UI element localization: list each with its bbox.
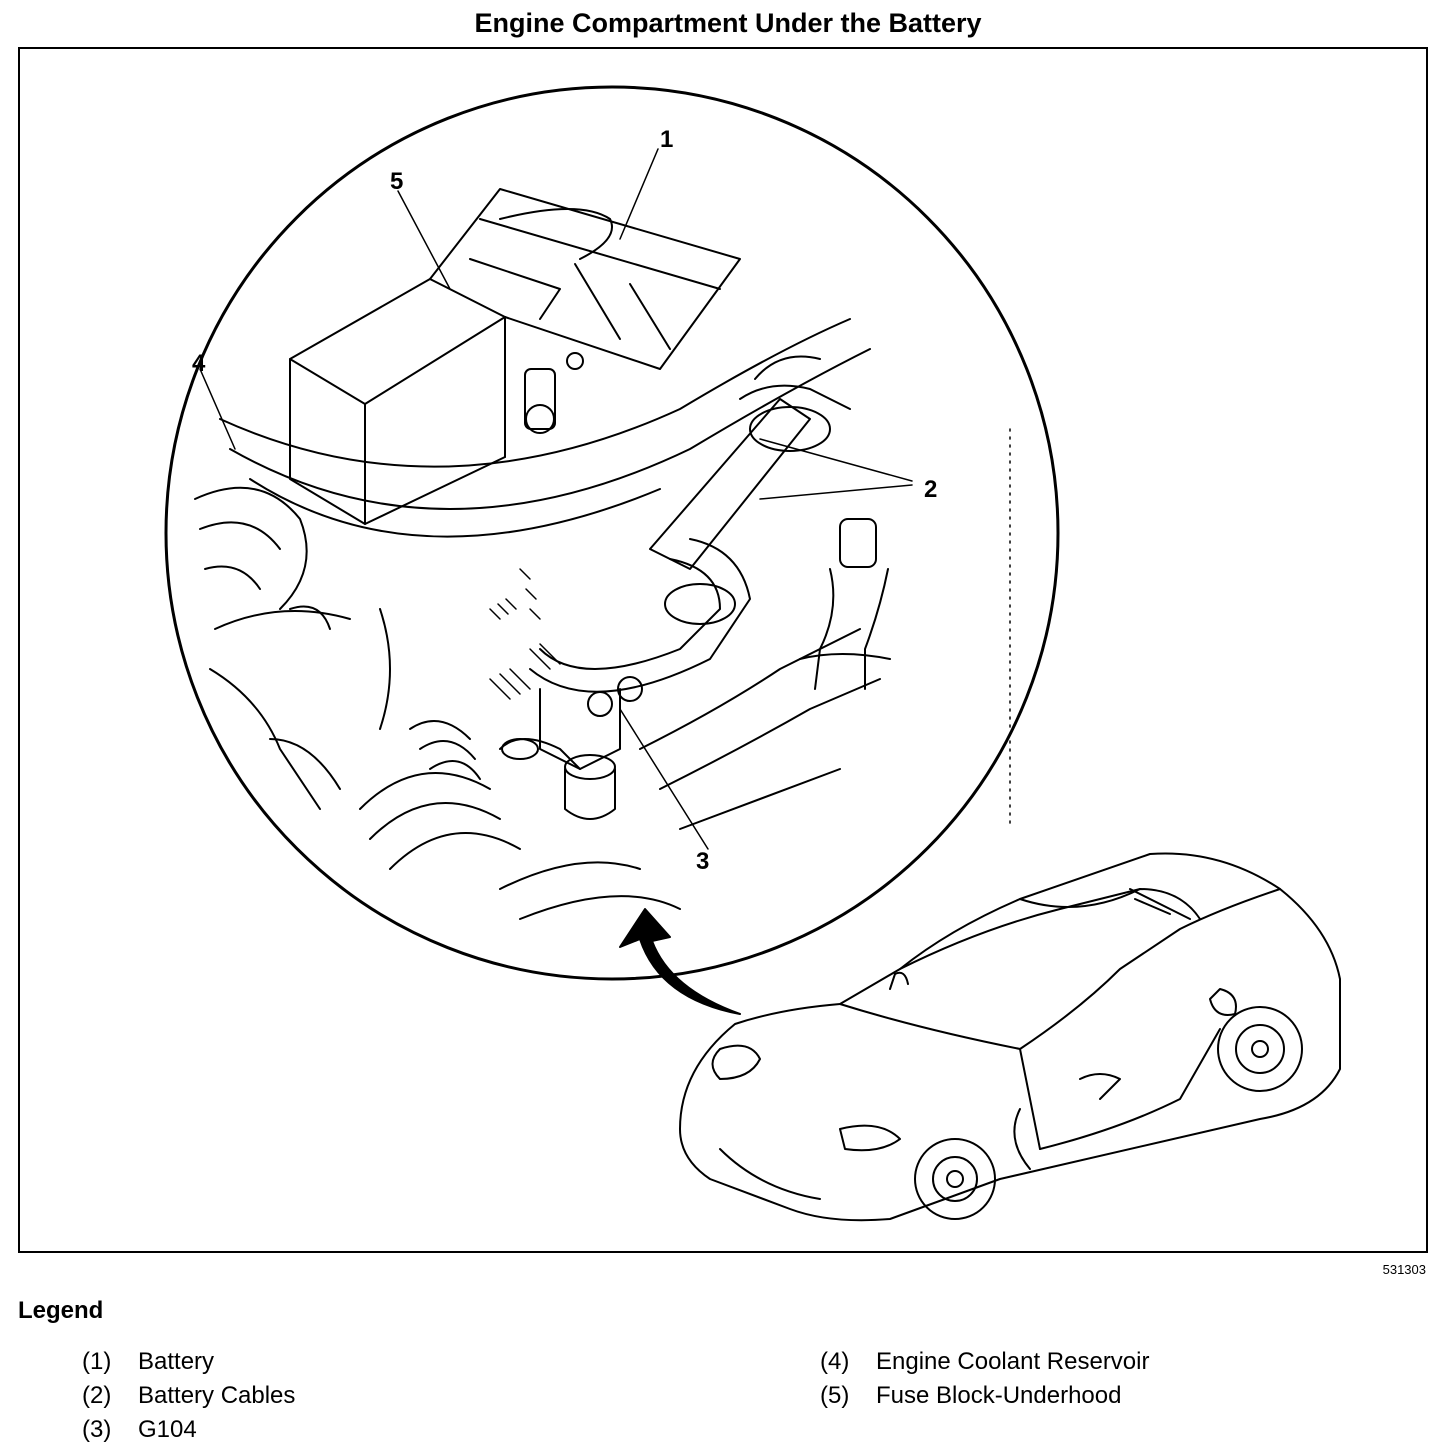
figure-id: 531303 [1382,1262,1426,1277]
callout-1: 1 [660,126,673,153]
legend-item-number: (4) [820,1348,850,1375]
battery-cables-outline [529,355,851,693]
callout-3: 3 [696,848,709,875]
legend-item-number: (3) [82,1416,112,1443]
rear-wheel [1217,1006,1303,1092]
lower-hoses-outline [359,628,881,920]
callout-4: 4 [192,350,206,377]
legend-item-label: Engine Coolant Reservoir [876,1348,1150,1375]
coolant-reservoir-outline [799,518,891,690]
legend-item-label: Battery Cables [138,1382,296,1409]
car-outline [679,852,1341,1222]
engine-detail-left [194,486,391,810]
hatch-marks [489,568,561,700]
legend-item-number: (1) [82,1348,112,1375]
battery-outline [289,188,741,525]
legend-heading: Legend [18,1297,104,1324]
legend-item-number: (2) [82,1382,112,1409]
engine-compartment-illustration: 1 2 3 4 5 [164,85,1341,1222]
diagram-title: Engine Compartment Under the Battery [474,8,982,38]
legend-item-label: G104 [138,1416,197,1443]
legend-item-number: (5) [820,1382,850,1409]
front-wheel [914,1138,996,1220]
view-arrow [619,908,741,1015]
ground-g104-outline [499,676,643,820]
detail-circle [164,85,1060,981]
callout-2: 2 [924,476,937,503]
fuse-block-outline [219,318,871,538]
legend-item-label: Fuse Block-Underhood [876,1382,1122,1409]
leader-lines [199,148,913,850]
illustration-frame: 1 2 3 4 5 [18,47,1428,1253]
legend-item-label: Battery [138,1348,215,1375]
callout-5: 5 [390,168,403,195]
